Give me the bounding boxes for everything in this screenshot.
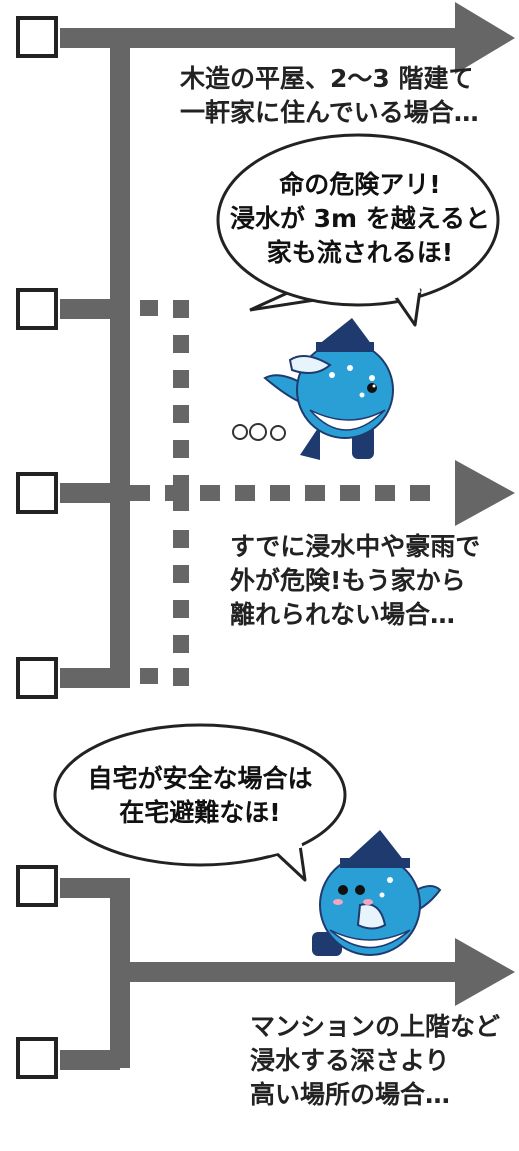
checkbox-1[interactable] xyxy=(16,16,58,58)
bottom-branch-top xyxy=(60,878,120,898)
bubble-text-2: 自宅が安全な場合は 在宅避難なほ! xyxy=(87,764,313,827)
mascot-sitting-icon xyxy=(312,830,442,956)
arrow-shaft-bottom xyxy=(110,962,460,982)
checkbox-3[interactable] xyxy=(16,472,58,514)
arrow-head-top xyxy=(455,2,515,74)
main-trunk-line xyxy=(110,28,130,688)
branch-connector-2 xyxy=(60,299,120,319)
checkbox-6[interactable] xyxy=(16,1037,58,1079)
speech-bubble-2 xyxy=(53,723,347,882)
checkbox-2[interactable] xyxy=(16,288,58,330)
option-label-3: マンションの上階など 浸水する深さより 高い場所の場合… xyxy=(250,1012,501,1109)
branch-connector-4 xyxy=(60,668,120,688)
arrow-head-bottom xyxy=(455,938,515,1006)
bottom-branch-bottom xyxy=(60,1050,120,1070)
option-label-1: 木造の平屋、2～3 階建て 一軒家に住んでいる場合… xyxy=(180,64,479,127)
arrow-shaft-top xyxy=(60,28,460,48)
checkbox-4[interactable] xyxy=(16,657,58,699)
checkbox-5[interactable] xyxy=(16,865,58,907)
dotted-vertical-line xyxy=(140,300,189,686)
mascot-running-icon xyxy=(232,318,394,460)
branch-connector-3 xyxy=(60,483,120,503)
option-label-2: すでに浸水中や豪雨で 外が危険!もう家から 離れられない場合… xyxy=(230,532,481,629)
speech-bubble-1 xyxy=(216,133,500,327)
bubble-text-1: 命の危険アリ! 浸水が 3m を越えると 家も流されるほ! xyxy=(229,170,491,267)
